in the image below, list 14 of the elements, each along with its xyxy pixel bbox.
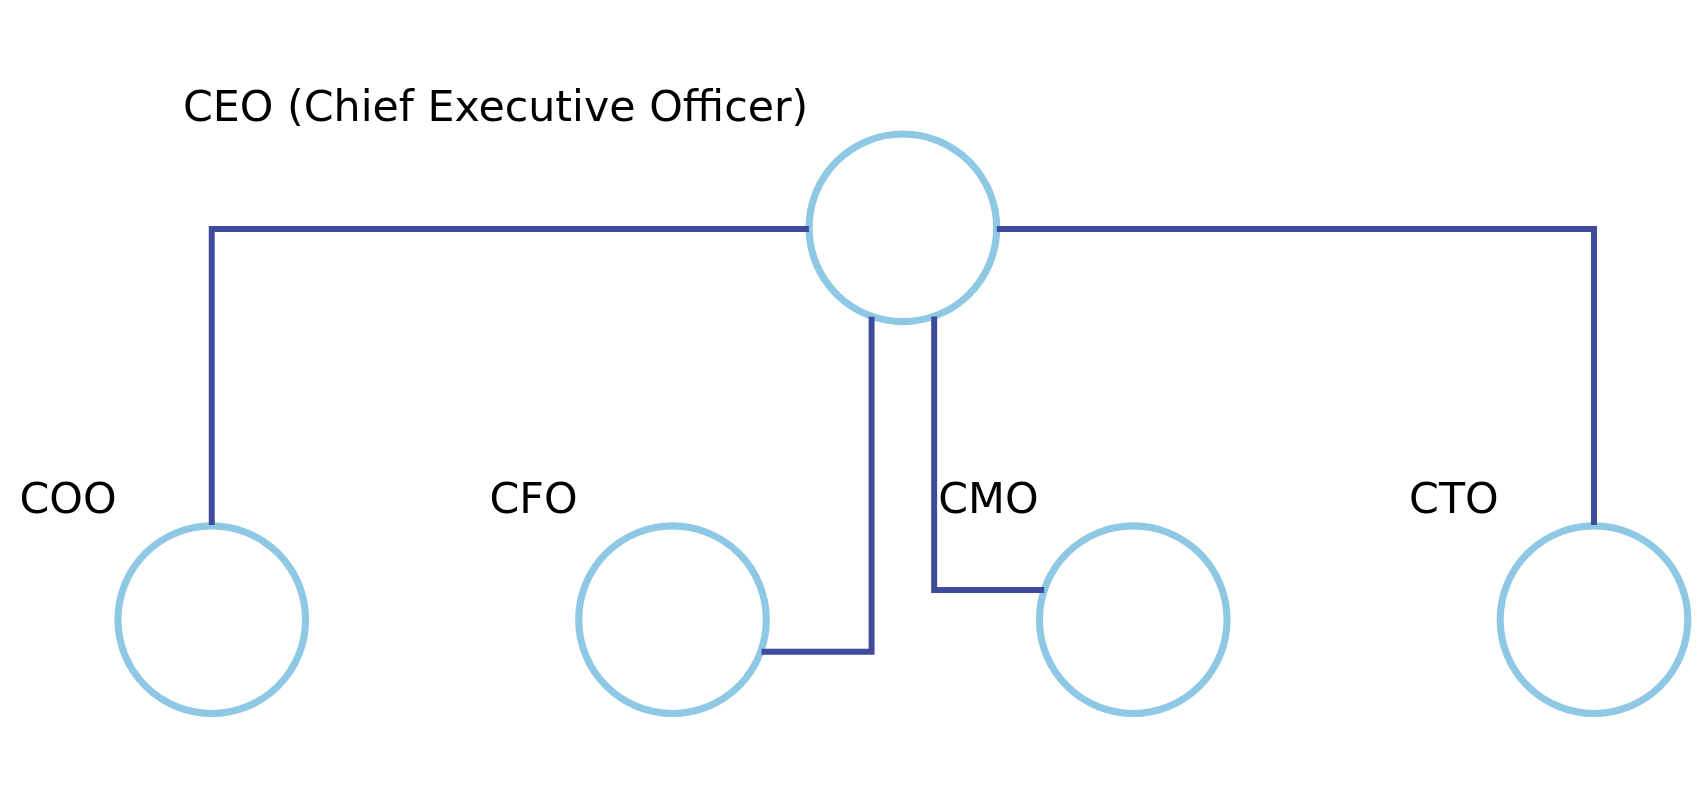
node-circle <box>575 522 770 718</box>
connector <box>208 226 809 526</box>
connector <box>931 316 1045 593</box>
node-circle <box>114 522 310 718</box>
node-circle <box>1496 522 1692 718</box>
node-circle <box>805 130 1001 326</box>
node-label: CTO <box>1409 472 1499 523</box>
connector <box>761 316 875 655</box>
node-label: CMO <box>938 472 1039 523</box>
node-circle <box>1035 522 1231 718</box>
node-label: COO <box>19 472 117 523</box>
connector <box>996 226 1597 526</box>
node-label: CEO (Chief Executive Officer) <box>182 80 809 131</box>
node-label: CFO <box>489 472 578 523</box>
